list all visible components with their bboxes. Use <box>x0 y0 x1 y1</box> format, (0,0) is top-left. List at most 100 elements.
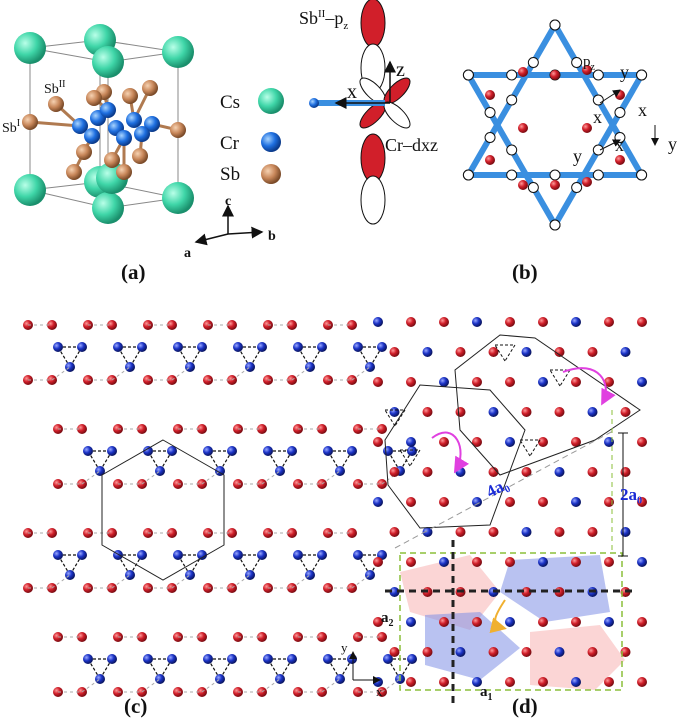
sb-pz-upper-lobe-2 <box>360 133 386 183</box>
blue-region-1 <box>500 555 610 622</box>
red-atom <box>137 632 147 642</box>
triangle-bond <box>309 554 323 576</box>
cr-site <box>549 19 561 31</box>
triangle-bond <box>207 658 221 680</box>
sb-pz-lower-lobe-2 <box>360 175 386 225</box>
blue-atom <box>137 550 147 560</box>
triangle-bond <box>117 554 131 576</box>
blue-atom <box>185 570 195 580</box>
red-atom <box>472 437 482 447</box>
blue-atom <box>113 342 123 352</box>
cr-atom-small <box>309 98 319 108</box>
red-atom <box>637 497 647 507</box>
red-atom <box>373 377 383 387</box>
sb1-label: SbI <box>2 118 20 136</box>
dashed-bond <box>381 678 401 693</box>
cr-site <box>527 182 539 193</box>
dashed-bond <box>201 470 221 485</box>
red-atom <box>227 528 237 538</box>
blue-atom <box>538 557 548 567</box>
blue-atom <box>383 654 393 664</box>
blue-atom <box>287 654 297 664</box>
cr-atom <box>72 118 88 134</box>
triangle-bond <box>189 346 203 368</box>
red-atom <box>488 467 499 477</box>
cr-site <box>462 169 474 181</box>
blue-atom <box>53 550 63 560</box>
legend-label-cs: Cs <box>220 92 240 113</box>
blue-atom <box>407 654 417 664</box>
red-atom <box>554 347 565 357</box>
blue-atom <box>373 317 383 327</box>
cr-atom <box>84 128 100 144</box>
kagome-x-label-1: x <box>593 107 602 127</box>
red-atom <box>377 424 387 434</box>
red-atom <box>521 407 532 417</box>
blue-atom <box>173 550 183 560</box>
blue-atom <box>383 446 393 456</box>
red-atom <box>637 617 647 627</box>
rectangular-cell <box>399 552 623 691</box>
red-atom <box>107 320 117 330</box>
triangle-bond <box>147 658 161 680</box>
red-atom <box>422 407 433 417</box>
triangle-bond <box>117 346 131 368</box>
cr-site <box>549 169 561 181</box>
blue-atom <box>365 362 375 372</box>
triangle-bond <box>369 346 383 368</box>
red-atom <box>620 407 631 417</box>
blue-atom <box>263 446 273 456</box>
sb-site <box>485 90 495 100</box>
red-atom <box>137 424 147 434</box>
red-region-2 <box>530 625 625 690</box>
red-atom <box>439 437 449 447</box>
triangle-bond <box>327 658 341 680</box>
cs-atom <box>14 32 46 64</box>
triangle-bond <box>297 554 311 576</box>
triangle-bond <box>559 369 571 387</box>
blue-atom <box>215 674 225 684</box>
cr-site <box>462 69 474 81</box>
triangle-bond <box>387 658 401 680</box>
triangle-bond <box>297 346 311 368</box>
triangle-bond <box>399 450 413 472</box>
red-atom <box>455 407 466 417</box>
cs-atom <box>162 36 194 68</box>
panel-a-atoms <box>14 24 194 224</box>
legend: Cs Cr Sb <box>220 88 284 185</box>
red-atom <box>347 320 357 330</box>
sb-site <box>615 90 625 100</box>
dashed-bond <box>111 366 131 381</box>
red-atom <box>505 377 515 387</box>
dashed-bond <box>291 366 311 381</box>
dashed-bond <box>141 678 161 693</box>
blue-atom <box>185 362 195 372</box>
blue-atom <box>257 342 267 352</box>
cr-site <box>592 94 604 106</box>
blue-atom <box>365 570 375 580</box>
triangle-bond <box>237 554 251 576</box>
blue-atom <box>554 647 565 657</box>
sb-atom <box>86 90 102 106</box>
cr-site <box>636 169 648 181</box>
blue-atom <box>620 347 631 357</box>
blue-atom <box>125 362 135 372</box>
sb-site <box>582 177 592 187</box>
red-atom <box>488 647 499 657</box>
red-atom <box>406 557 416 567</box>
triangle-bond <box>99 450 113 472</box>
red-atom <box>538 617 548 627</box>
red-atom <box>554 407 565 417</box>
triangle-bond <box>69 346 83 368</box>
triangle-bond <box>384 409 396 427</box>
triangle-bond <box>327 450 341 472</box>
blue-atom <box>620 527 631 537</box>
blue-atom <box>197 550 207 560</box>
blue-atom <box>293 550 303 560</box>
red-atom <box>422 467 433 477</box>
red-atom <box>488 347 499 357</box>
hexagon-right <box>454 334 641 476</box>
triangle-bond <box>357 554 371 576</box>
red-atom <box>505 317 515 327</box>
red-atom <box>455 527 466 537</box>
